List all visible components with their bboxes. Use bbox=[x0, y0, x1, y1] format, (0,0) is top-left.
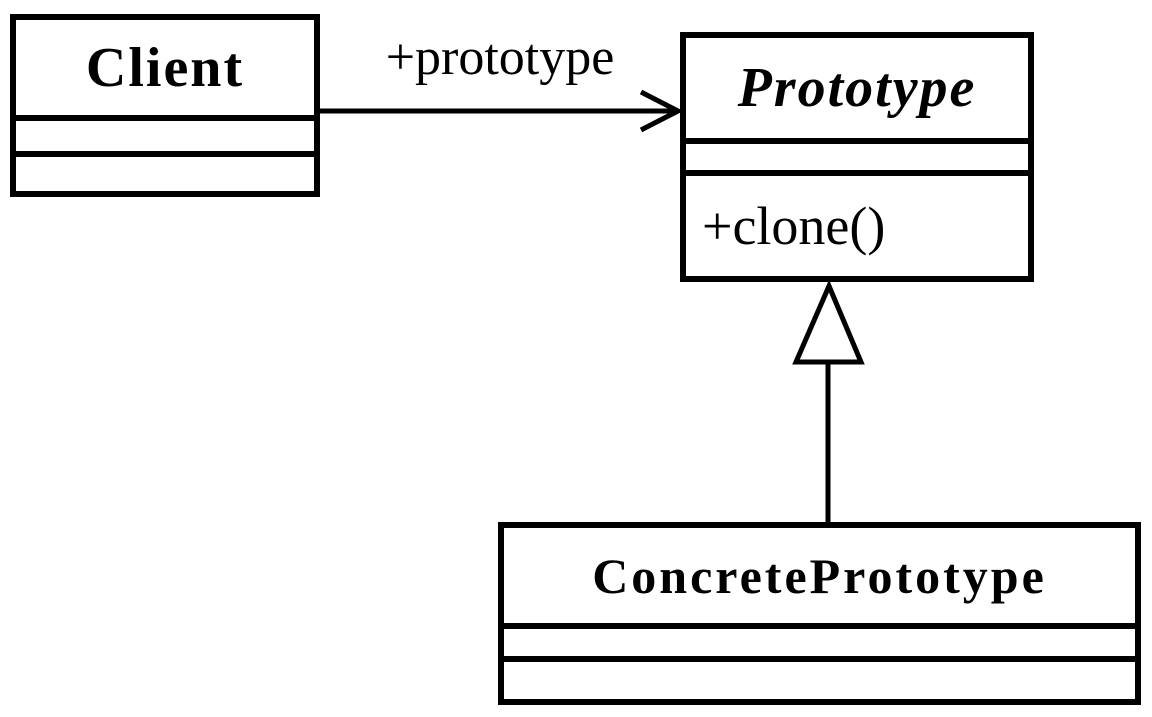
class-box-concrete-prototype: ConcretePrototype bbox=[498, 522, 1141, 705]
method-clone: +clone() bbox=[702, 196, 886, 256]
class-name-prototype: Prototype bbox=[737, 57, 977, 119]
association-label: +prototype bbox=[385, 29, 615, 86]
class-methods-prototype: +clone() bbox=[686, 170, 1028, 276]
class-attributes-concrete-prototype bbox=[504, 623, 1135, 656]
class-methods-concrete-prototype bbox=[504, 656, 1135, 699]
class-name-client: Client bbox=[85, 36, 245, 99]
class-box-client: Client bbox=[10, 14, 320, 197]
class-attributes-client bbox=[16, 115, 314, 151]
class-name-concrete-prototype: ConcretePrototype bbox=[592, 547, 1047, 604]
association-open-arrowhead-icon bbox=[639, 89, 684, 133]
class-attributes-prototype bbox=[686, 138, 1028, 170]
class-box-prototype: Prototype +clone() bbox=[680, 32, 1034, 282]
class-methods-client bbox=[16, 151, 314, 191]
generalization-triangle-icon bbox=[792, 279, 865, 365]
